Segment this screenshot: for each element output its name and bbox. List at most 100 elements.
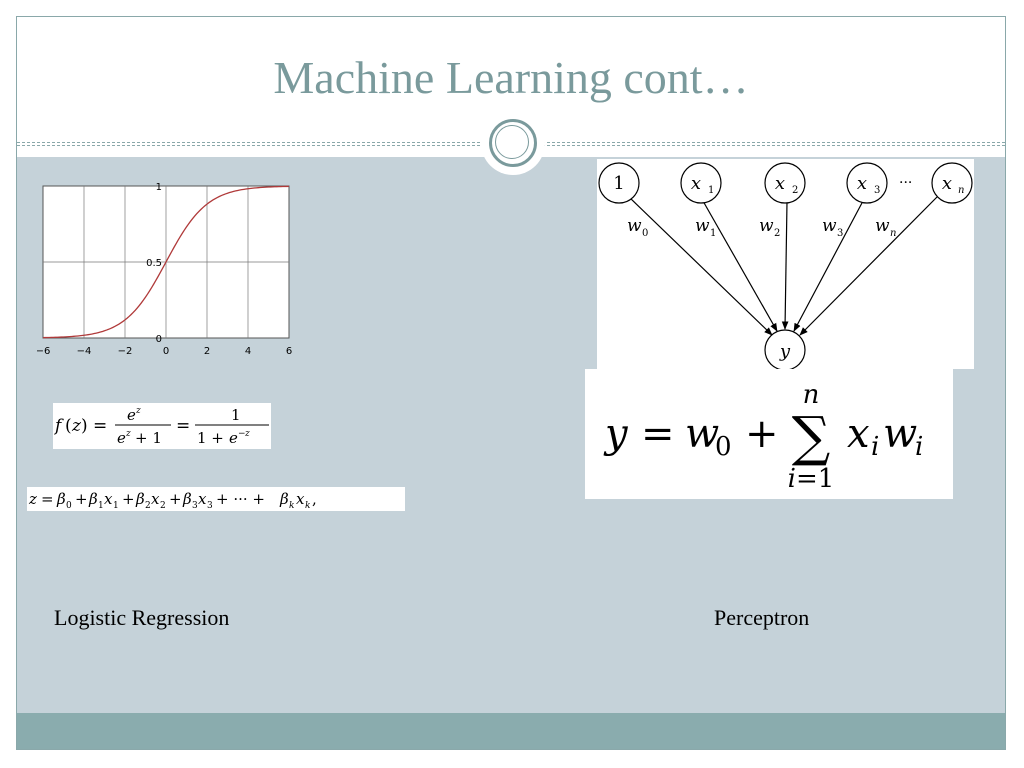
- svg-text:0: 0: [66, 501, 72, 511]
- slide: Machine Learning cont… −6 −4 −2 0 2 4 6 …: [16, 16, 1006, 750]
- node-subscript: 3: [874, 185, 880, 196]
- node-subscript: 1: [708, 185, 714, 196]
- ring-ornament-icon: [481, 111, 545, 175]
- svg-text:f: f: [53, 416, 64, 436]
- x-tick: −4: [77, 346, 92, 357]
- svg-text:+ ··· +: + ··· +: [216, 490, 265, 508]
- svg-text:n: n: [803, 380, 820, 410]
- weight-label: w: [875, 216, 890, 236]
- node-label: 1: [613, 173, 624, 194]
- svg-text:z: z: [71, 416, 82, 436]
- svg-text:+: +: [745, 411, 779, 457]
- input-node-x2: [764, 162, 806, 204]
- svg-text:i: i: [871, 432, 879, 462]
- svg-text:1: 1: [98, 501, 104, 511]
- weight-subscript: n: [890, 228, 896, 239]
- node-label: y: [779, 341, 791, 362]
- svg-text:=: =: [176, 416, 190, 436]
- svg-text:β: β: [88, 490, 98, 508]
- svg-text:z: z: [244, 429, 250, 439]
- svg-text:3: 3: [207, 501, 213, 511]
- svg-text:+: +: [122, 490, 135, 508]
- node-label: x: [857, 173, 867, 194]
- svg-text:k: k: [289, 501, 294, 511]
- svg-text:β: β: [279, 490, 289, 508]
- svg-text:y: y: [603, 411, 629, 457]
- svg-text:,: ,: [312, 490, 317, 508]
- perceptron-sum-formula: y = w 0 + n ∑ i=1 x i w i: [585, 369, 953, 499]
- input-node-bias: [598, 162, 640, 204]
- svg-text:k: k: [305, 501, 310, 511]
- inputs-ellipsis: ···: [899, 175, 912, 191]
- svg-text:e: e: [117, 429, 126, 447]
- sigmoid-plot: −6 −4 −2 0 2 4 6 0 0.5 1: [37, 182, 292, 357]
- weight-label: w: [695, 216, 710, 236]
- y-tick: 1: [156, 182, 162, 193]
- sigmoid-curve: [42, 185, 290, 339]
- svg-text:β: β: [135, 490, 145, 508]
- svg-text:1: 1: [113, 501, 119, 511]
- svg-text:z: z: [125, 429, 131, 439]
- x-tick: 0: [163, 346, 169, 357]
- x-tick: 2: [204, 346, 210, 357]
- weight-label: w: [822, 216, 837, 236]
- node-label: x: [775, 173, 785, 194]
- x-tick: −2: [118, 346, 133, 357]
- x-tick: 4: [245, 346, 251, 357]
- weight-subscript: 3: [837, 228, 843, 239]
- svg-text:β: β: [56, 490, 66, 508]
- node-label: x: [942, 173, 952, 194]
- svg-text:w: w: [685, 411, 719, 457]
- weight-subscript: 1: [710, 228, 716, 239]
- logistic-function-formula: f ( z ) = e z e z + 1 = 1 1 + e − z: [53, 403, 271, 449]
- svg-text:i: i: [915, 432, 923, 462]
- output-node-y: [764, 329, 806, 369]
- svg-text:2: 2: [145, 501, 151, 511]
- svg-text:x: x: [198, 490, 207, 508]
- x-tick: −6: [37, 346, 50, 357]
- svg-text:x: x: [296, 490, 305, 508]
- node-subscript: 2: [792, 185, 798, 196]
- svg-text:x: x: [847, 411, 870, 457]
- svg-text:∑: ∑: [792, 405, 831, 468]
- svg-text:x: x: [104, 490, 113, 508]
- svg-text:1: 1: [231, 406, 241, 424]
- perceptron-diagram: 1 x 1 x 2 x 3 x n ··· y w 0 w 1 w 2 w 3 …: [597, 159, 974, 369]
- svg-text:+ 1: + 1: [135, 429, 162, 447]
- x-tick: 6: [286, 346, 292, 357]
- svg-text:+: +: [169, 490, 182, 508]
- svg-text:i=1: i=1: [788, 464, 835, 494]
- svg-text:e: e: [127, 406, 136, 424]
- node-label: x: [691, 173, 701, 194]
- input-node-x1: [680, 162, 722, 204]
- svg-text:w: w: [883, 411, 917, 457]
- svg-text:=: =: [641, 411, 675, 457]
- svg-text:3: 3: [192, 501, 198, 511]
- svg-text:z: z: [28, 490, 37, 508]
- svg-text:1 +: 1 +: [197, 429, 224, 447]
- y-tick: 0.5: [146, 258, 162, 269]
- weight-subscript: 2: [774, 228, 780, 239]
- svg-text:) =: ) =: [81, 416, 107, 436]
- perceptron-caption: Perceptron: [714, 605, 810, 630]
- svg-text:e: e: [229, 429, 238, 447]
- weight-subscript: 0: [642, 228, 648, 239]
- weight-label: w: [759, 216, 774, 236]
- weight-label: w: [627, 216, 642, 236]
- logistic-regression-caption: Logistic Regression: [54, 605, 230, 630]
- svg-text:=: =: [41, 490, 54, 508]
- svg-text:+: +: [75, 490, 88, 508]
- input-node-x3: [846, 162, 888, 204]
- svg-text:0: 0: [715, 432, 732, 462]
- input-node-xn: [931, 162, 973, 204]
- node-subscript: n: [958, 185, 964, 196]
- svg-text:β: β: [182, 490, 192, 508]
- svg-text:2: 2: [160, 501, 166, 511]
- y-tick: 0: [156, 334, 162, 345]
- svg-text:(: (: [65, 416, 72, 436]
- slide-title: Machine Learning cont…: [273, 52, 749, 103]
- footer-bar: [17, 713, 1005, 749]
- svg-text:z: z: [135, 406, 141, 416]
- svg-text:x: x: [151, 490, 160, 508]
